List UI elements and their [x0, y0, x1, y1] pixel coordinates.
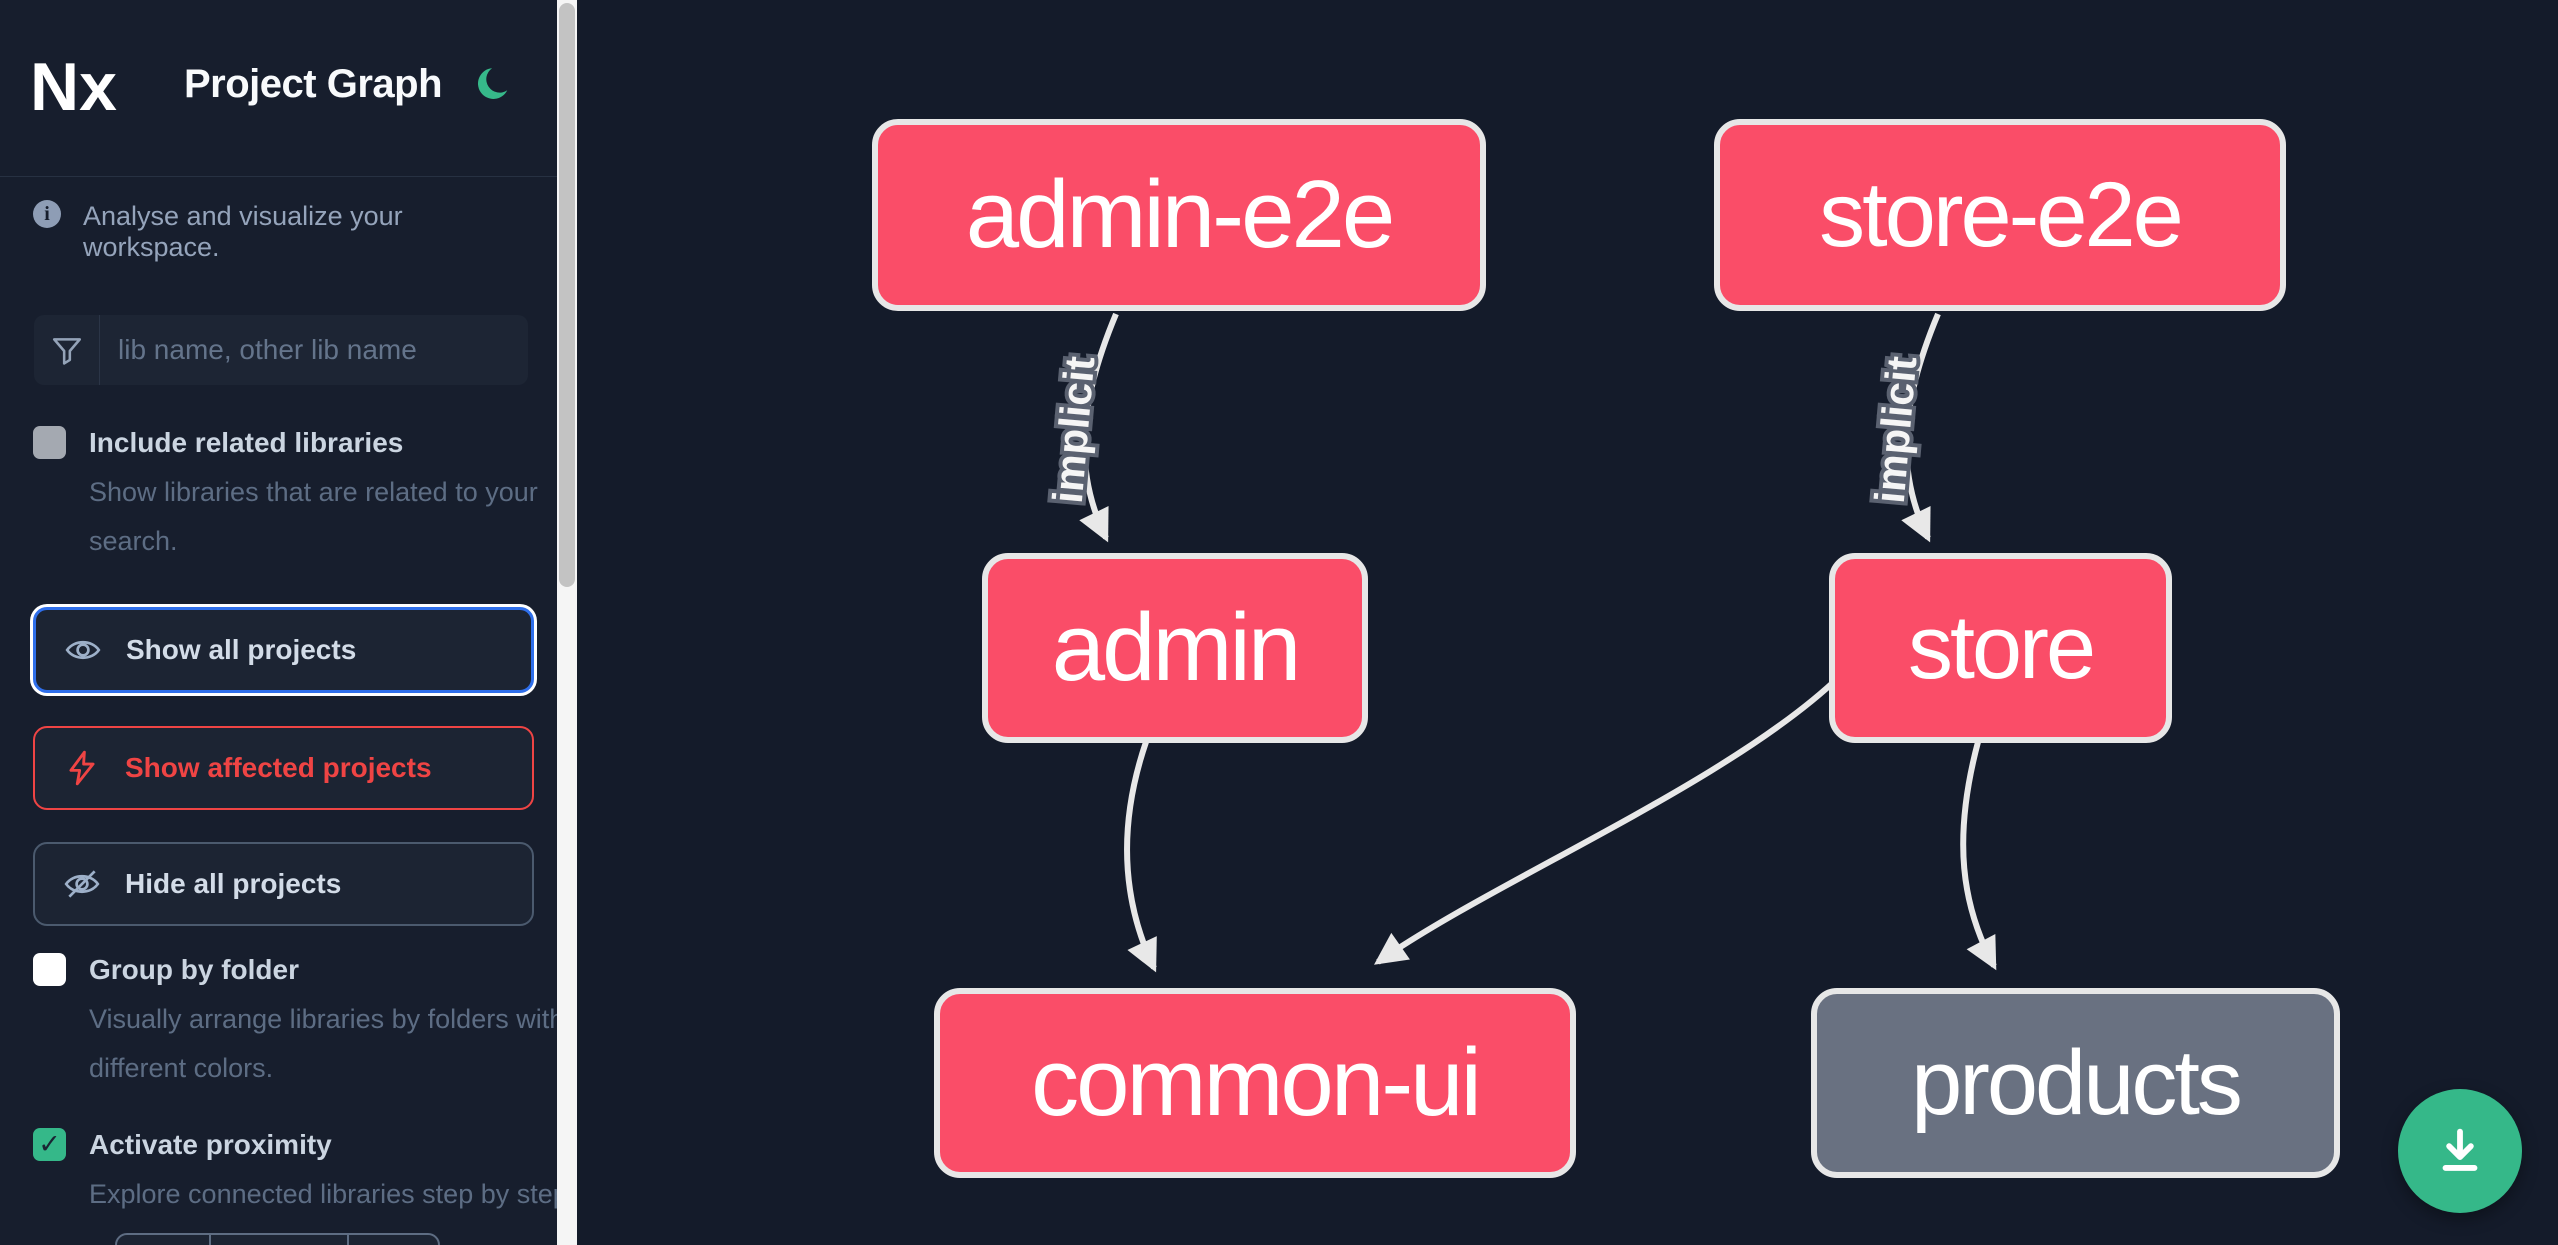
include-related-description: Show libraries that are related to your … — [89, 477, 538, 556]
activate-proximity-checkbox[interactable]: ✓ — [33, 1128, 66, 1161]
include-related-checkbox[interactable] — [33, 426, 66, 459]
search-input[interactable] — [100, 315, 528, 385]
proximity-stepper[interactable] — [115, 1233, 440, 1245]
filter-icon — [52, 338, 81, 365]
node-admin-e2e[interactable]: admin-e2e — [872, 119, 1486, 311]
download-graph-button[interactable] — [2398, 1089, 2522, 1213]
activate-proximity-description: Explore connected libraries step by step… — [89, 1179, 576, 1209]
edge-store-e2e-to-store — [1901, 312, 1941, 543]
page-title: Project Graph — [184, 62, 443, 106]
edge-admin-e2e-to-admin — [1079, 312, 1119, 543]
eye-icon — [65, 640, 101, 660]
edge-store-to-common-ui — [1374, 673, 1843, 965]
search-box — [34, 315, 528, 385]
edge-store-to-products — [1960, 741, 1997, 971]
bolt-icon — [69, 750, 95, 786]
group-by-folder-description: Visually arrange libraries by folders wi… — [89, 1004, 565, 1083]
sidebar: Nx Project Graph i Analyse and visualize… — [0, 0, 575, 1245]
node-store-e2e[interactable]: store-e2e — [1714, 119, 2286, 311]
hide-all-projects-button[interactable]: Hide all projects — [33, 842, 534, 926]
group-by-folder-checkbox[interactable] — [33, 953, 66, 986]
activate-proximity-label: Activate proximity — [89, 1129, 332, 1160]
show-all-projects-label: Show all projects — [126, 634, 357, 665]
download-icon — [2442, 1128, 2478, 1171]
edge-label-implicit-admin: implicit — [1044, 354, 1104, 505]
show-all-projects-button[interactable]: Show all projects — [33, 607, 534, 693]
edge-label-implicit-store: implicit — [1866, 354, 1926, 505]
show-affected-projects-label: Show affected projects — [125, 752, 432, 783]
sidebar-scrollbar[interactable] — [557, 0, 577, 1245]
header-divider — [0, 176, 557, 177]
include-related-label: Include related libraries — [89, 427, 404, 458]
nx-logo: Nx — [30, 49, 117, 122]
theme-toggle-button[interactable] — [474, 64, 518, 108]
node-admin[interactable]: admin — [982, 553, 1368, 743]
edge-admin-to-common-ui — [1124, 741, 1157, 973]
eye-off-icon — [64, 870, 100, 898]
info-icon: i — [33, 200, 61, 228]
node-store[interactable]: store — [1829, 553, 2172, 743]
node-common-ui[interactable]: common-ui — [934, 988, 1576, 1178]
svg-text:Nx: Nx — [30, 49, 117, 122]
group-by-folder-label: Group by folder — [89, 954, 299, 985]
sidebar-header: Nx Project Graph — [30, 48, 530, 128]
filter-icon-cell — [34, 315, 100, 385]
show-affected-projects-button[interactable]: Show affected projects — [33, 726, 534, 810]
moon-icon — [477, 68, 508, 99]
hide-all-projects-label: Hide all projects — [125, 868, 342, 899]
sidebar-scrollbar-thumb[interactable] — [559, 3, 575, 587]
node-products[interactable]: products — [1811, 988, 2340, 1178]
tagline-text: Analyse and visualize your workspace. — [83, 201, 403, 262]
